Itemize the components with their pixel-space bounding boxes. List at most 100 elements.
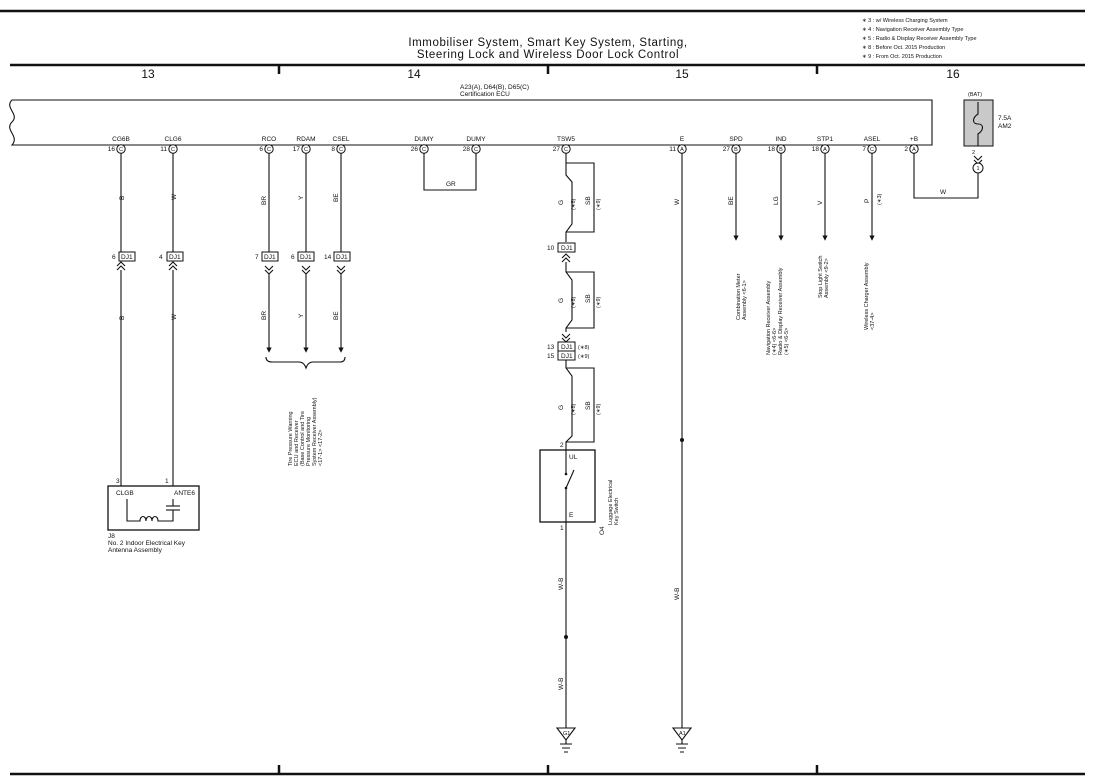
tsw5-circuit: G (∗8) SB (∗9) DJ1 10 G (∗8) SB (∗9) DJ1… bbox=[539, 153, 620, 753]
ground-e-circuit: W W-B A1 bbox=[671, 153, 693, 753]
variant-note: (∗9) bbox=[596, 199, 602, 210]
ecu-pin-name: DUMY bbox=[414, 136, 434, 143]
power-circuit: W (BAT) 7.5A AM2 2 1 bbox=[913, 92, 1012, 199]
ecu-pin-number: 6 bbox=[259, 146, 263, 153]
ecu-pin-name: SPD bbox=[729, 136, 743, 143]
svg-text:(Base Control and Tire: (Base Control and Tire bbox=[300, 411, 306, 466]
ecu-pin-number: 28 bbox=[463, 146, 471, 153]
dj1-pin: 13 bbox=[547, 344, 555, 351]
svg-text:<37-4>: <37-4> bbox=[870, 313, 876, 330]
footnote: ∗ 5 : Radio & Display Receiver Assembly … bbox=[862, 36, 977, 42]
wire-color-label: W-B bbox=[674, 587, 681, 600]
wire-color-label: W-B bbox=[558, 577, 565, 590]
antenna-terminal-label: ANTE6 bbox=[174, 490, 195, 497]
antenna-name: No. 2 Indoor Electrical Key bbox=[108, 540, 186, 547]
ecu-pin-connector-letter: C bbox=[422, 147, 426, 153]
ecu-pin-connector-letter: C bbox=[119, 147, 123, 153]
wire-color-label: G bbox=[558, 405, 565, 410]
dj1-connector bbox=[557, 242, 576, 253]
navigation-receiver-label: Navigation Receiver Assembly (∗4) <6-6> … bbox=[766, 267, 790, 355]
signal-circuits: BE Combination Meter Assembly <6-1> LG N… bbox=[728, 153, 883, 355]
ecu-name: Certification ECU bbox=[460, 91, 510, 98]
ecu-pin-name: RDAM bbox=[296, 136, 315, 143]
wire-color-label: GR bbox=[446, 181, 456, 188]
ecu-pin-name: E bbox=[680, 136, 685, 143]
fuse-rating: 7.5A bbox=[998, 115, 1012, 122]
variant-note: (∗8) bbox=[571, 199, 577, 210]
ground-symbol bbox=[671, 727, 693, 753]
wire-color-label: BR bbox=[261, 311, 268, 320]
wire-color-label: G bbox=[558, 200, 565, 205]
svg-text:Navigation Receiver Assembly: Navigation Receiver Assembly bbox=[766, 280, 772, 355]
wire-color-label: BE bbox=[728, 196, 735, 205]
variant-note: (∗3) bbox=[877, 194, 883, 205]
svg-text:Stop Light Switch: Stop Light Switch bbox=[818, 256, 824, 299]
stop-light-switch-label: Stop Light Switch Assembly <9-2> bbox=[818, 256, 830, 299]
column-ticks bbox=[277, 65, 819, 774]
fuse-pin-letter: 1 bbox=[977, 166, 980, 172]
ecu-pin-number: 27 bbox=[723, 146, 731, 153]
wire-junction bbox=[564, 635, 568, 639]
variant-note: (∗9) bbox=[596, 297, 602, 308]
ecu-pin-number: 11 bbox=[160, 146, 167, 153]
svg-text:System Receiver Assembly): System Receiver Assembly) bbox=[312, 397, 318, 466]
dj1-pin: 4 bbox=[159, 254, 163, 261]
fuse-pin: 2 bbox=[972, 150, 975, 156]
svg-text:Pressure Monitoring: Pressure Monitoring bbox=[306, 417, 312, 466]
antenna-circuit: B W DJ1 6 DJ1 4 B W 3 1 CLGB ANTE6 J8 No… bbox=[107, 153, 200, 554]
switch-pin: 1 bbox=[560, 525, 564, 532]
ground-label: A1 bbox=[679, 731, 686, 737]
dj1-label: DJ1 bbox=[336, 254, 348, 261]
wire-color-label: W bbox=[940, 189, 947, 196]
wire-color-label: BE bbox=[333, 193, 340, 202]
diagram-title-line1: Immobiliser System, Smart Key System, St… bbox=[408, 37, 687, 49]
antenna-code: J8 bbox=[108, 533, 115, 540]
switch-contact-icon bbox=[565, 450, 575, 522]
wire-color-label: SB bbox=[585, 294, 592, 303]
svg-text:Radio & Display Receiver Assem: Radio & Display Receiver Assembly bbox=[778, 267, 784, 355]
ecu-pin-name: CSEL bbox=[333, 136, 350, 143]
footnote: ∗ 8 : Before Oct. 2015 Production bbox=[862, 45, 945, 51]
ecu-pin-number: 2 bbox=[904, 146, 908, 153]
tpms-brace bbox=[265, 356, 346, 370]
dj1-pin: 10 bbox=[547, 245, 555, 252]
dumy-loop: GR bbox=[423, 153, 477, 191]
svg-text:Wireless Charger Assembly: Wireless Charger Assembly bbox=[864, 262, 870, 330]
wire-color-label: SB bbox=[585, 196, 592, 205]
svg-text:<17-1> <17-2>: <17-1> <17-2> bbox=[318, 430, 324, 466]
switch-code: O4 bbox=[599, 526, 606, 535]
ecu-pin-connector-letter: C bbox=[304, 147, 308, 153]
ecu-pin-connector-letter: A bbox=[680, 147, 684, 153]
dj1-label: DJ1 bbox=[121, 254, 133, 261]
column-number: 16 bbox=[946, 67, 960, 81]
fuse-box-label: (BAT) bbox=[968, 92, 982, 98]
wire-color-label: BE bbox=[333, 311, 340, 320]
svg-text:(∗5) <6-5>: (∗5) <6-5> bbox=[784, 328, 790, 355]
ecu-pin-connector-letter: A bbox=[823, 147, 827, 153]
ecu-pin-name: STP1 bbox=[817, 136, 834, 143]
ecu-pin-name: ASEL bbox=[864, 136, 881, 143]
svg-text:Assembly <6-1>: Assembly <6-1> bbox=[742, 280, 748, 320]
luggage-switch-label: Luggage Electrical Key Switch bbox=[608, 480, 620, 525]
footnote: ∗ 3 : w/ Wireless Charging System bbox=[862, 18, 948, 24]
dj1-connector bbox=[297, 251, 315, 262]
ecu-pin-number: 16 bbox=[108, 146, 116, 153]
antenna-pin: 3 bbox=[116, 478, 120, 485]
ecu-pin-connector-letter: C bbox=[267, 147, 271, 153]
wire-color-label: W bbox=[171, 313, 178, 320]
ecu-pin-number: 27 bbox=[553, 146, 561, 153]
ecu-pin-name: TSW5 bbox=[557, 136, 575, 143]
wire-color-label: W bbox=[171, 193, 178, 200]
ecu-pin-name: CLG6 bbox=[165, 136, 182, 143]
dj1-connector bbox=[118, 251, 136, 262]
fuse-icon bbox=[972, 102, 984, 146]
ecu-pin-name: CG6B bbox=[112, 136, 130, 143]
ecu-pin-number: 17 bbox=[293, 146, 301, 153]
ecu-pin-connector-letter: B bbox=[734, 147, 738, 153]
ecu-pin-number: 7 bbox=[862, 146, 866, 153]
fuse-pin-circle bbox=[972, 162, 984, 174]
ecu-pin-connector-letter: B bbox=[779, 147, 783, 153]
diagram-title-line2: Steering Lock and Wireless Door Lock Con… bbox=[417, 49, 679, 61]
wire-color-label: W bbox=[674, 198, 681, 205]
